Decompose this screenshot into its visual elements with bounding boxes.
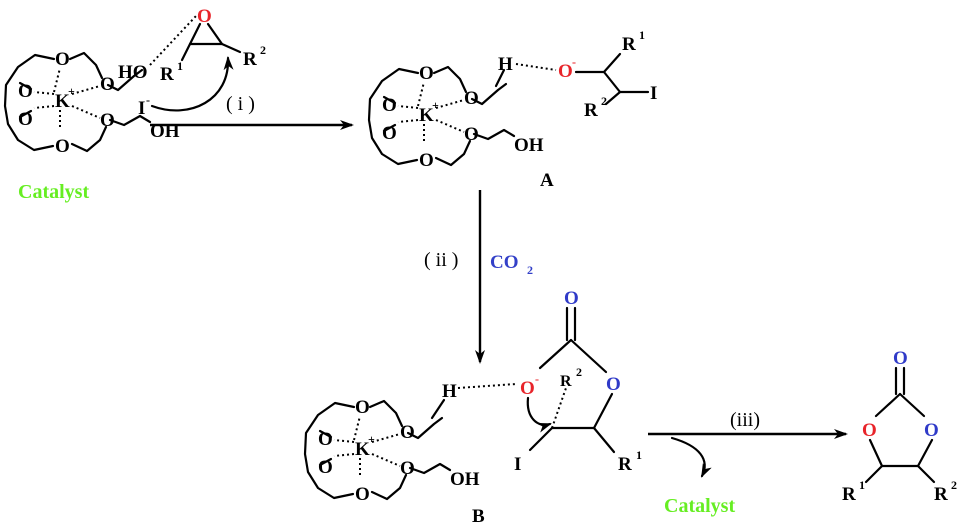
svg-text:2: 2 [951,478,957,492]
epoxide: O R 1 R 2 [149,6,266,85]
cyclic-carbonate-product: O O O R 1 R 2 [842,348,957,505]
ester-oxygen: O [606,374,621,395]
svg-text:2: 2 [260,43,266,57]
svg-text:-: - [146,93,150,107]
epoxide-oxygen: O [197,6,212,27]
svg-text:2: 2 [601,94,607,108]
r1-group: R [160,64,174,85]
alkoxide-oxygen: O [558,61,573,82]
curved-arrow [150,56,234,112]
r2-group: R [934,484,948,505]
svg-text:-: - [535,372,539,386]
r2-group: R [243,49,257,70]
catalyst-label: Catalyst [18,181,89,203]
intermediate-a-label: A [540,170,554,191]
svg-text:2: 2 [527,263,533,277]
r1-group: R [618,454,632,475]
step-label-i: ( i ) [226,93,255,115]
step-label-ii: ( ii ) [424,249,458,271]
carbonyl-oxygen: O [564,288,579,309]
svg-text:-: - [572,55,576,69]
iodine-atom: I [650,83,657,104]
carbonate-anion-oxygen: O [520,378,535,399]
intermediate-b: H O O - O R 2 I R 1 [303,288,642,507]
r1-group: R [842,484,856,505]
ring-oxygen: O [924,420,939,441]
svg-text:1: 1 [177,59,183,73]
ring-oxygen: O [862,420,877,441]
r1-group: R [622,34,636,55]
svg-text:1: 1 [636,448,642,462]
catalyst-crown-complex: HO [3,47,181,159]
svg-text:2: 2 [576,365,582,379]
carbonyl-oxygen: O [893,348,908,369]
curved-arrow [526,396,552,433]
catalyst-release-arrow [670,436,712,478]
svg-text:1: 1 [859,478,865,492]
svg-text:1: 1 [639,28,645,42]
hydrogen-atom: H [498,54,513,75]
co2-reagent: CO [490,252,519,273]
iodide: I [138,98,145,119]
intermediate-a: H O - R 1 I R 2 [367,28,657,173]
intermediate-b-label: B [472,506,485,527]
r2-group: R [584,100,598,121]
hydrogen-atom: H [442,381,457,402]
hydroxyl-group: HO [118,62,148,83]
step-label-iii: (iii) [730,409,760,431]
iodine-atom: I [514,454,521,475]
catalyst-release-label: Catalyst [664,495,735,517]
r2-group: R [560,373,572,390]
